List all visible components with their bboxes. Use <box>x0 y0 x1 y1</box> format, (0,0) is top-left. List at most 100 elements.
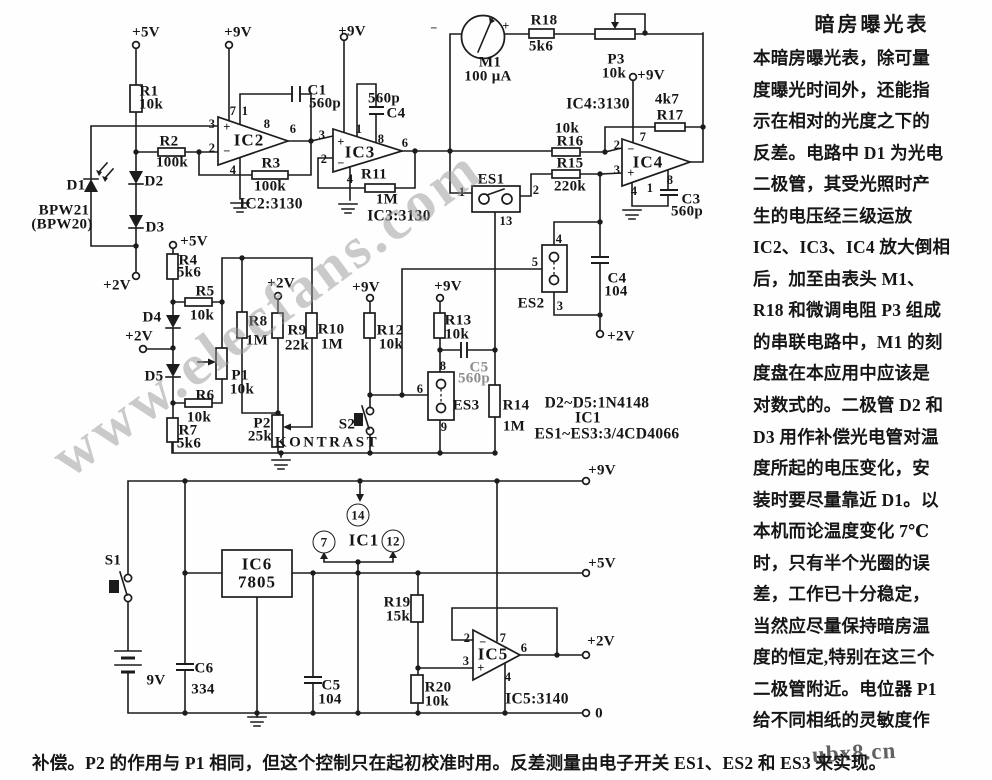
schematic-label: D1 <box>66 177 86 194</box>
schematic-label: C4 <box>386 105 406 122</box>
resistor-r1 <box>129 84 143 113</box>
switch-es1 <box>471 185 521 213</box>
article-title: 暗房曝光表 <box>814 14 930 36</box>
article-line: 生的电压经三级运放 <box>753 205 913 226</box>
article-column: 暗房曝光表 本暗房曝光表，除可量度曝光时间外，还能指示在相对的光度之下的反差。电… <box>753 8 991 737</box>
resistor-r2 <box>157 147 186 157</box>
meter-m1 <box>460 14 506 60</box>
schematic-label: 560p <box>308 95 342 112</box>
schematic-label: IC4:3130 <box>566 95 630 113</box>
battery-short-plates <box>121 656 135 674</box>
schematic-label: + <box>502 18 510 33</box>
schematic-label: C1 <box>307 82 327 99</box>
schematic-label: 9 <box>440 419 448 434</box>
schematic-label: − <box>627 141 635 156</box>
schematic-label: D4 <box>142 309 162 326</box>
article-line: R18 和微调电阻 P3 组成 <box>753 300 942 321</box>
article-line: 反差。电路中 D1 为光电 <box>753 142 944 163</box>
schematic-label: 7 <box>639 129 647 144</box>
schematic-label: 2 <box>208 140 216 155</box>
schematic-label: 10k <box>189 307 215 324</box>
schematic-label: 8 <box>439 358 447 373</box>
light-arrowhead <box>102 176 108 182</box>
schematic-label: 10k <box>186 409 212 426</box>
schematic-label: 3 <box>556 298 564 313</box>
schematic-label: 4k7 <box>654 91 680 108</box>
schematic-label: P3 <box>607 51 625 68</box>
schematic-label: 10k <box>444 326 470 343</box>
schematic-label: + <box>627 165 635 180</box>
schematic-label: 13 <box>499 213 513 228</box>
schematic-label: +5V <box>132 24 160 41</box>
schematic-label: +9V <box>588 462 616 479</box>
schematic-label: − <box>430 20 438 35</box>
article-line: 对数式的。二极管 D2 和 <box>753 395 944 416</box>
schematic-label: +2V <box>587 633 615 650</box>
schematic-label: R10 <box>317 321 345 338</box>
schematic-label: 12 <box>381 529 405 553</box>
schematic-label: D5 <box>144 368 164 385</box>
schematic-label: 6 <box>520 640 528 655</box>
schematic-label: 7 <box>499 630 507 645</box>
opamp-ic4 <box>621 137 693 188</box>
schematic-label: R15 <box>556 155 584 172</box>
resistor-r19 <box>410 594 424 623</box>
schematic-label: R14 <box>502 397 530 414</box>
article-line: 差，工作已十分稳定， <box>753 584 930 605</box>
schematic-label: 560p <box>457 370 491 387</box>
schematic-label: 10k <box>554 120 580 137</box>
schematic-label: +2V <box>607 328 635 345</box>
schematic-label: 3 <box>208 116 216 131</box>
schematic-label: 9V <box>146 672 166 689</box>
schematic-label: 14 <box>346 503 370 527</box>
schematic-label: 7 <box>229 103 237 118</box>
schematic-label: R8 <box>248 313 268 330</box>
schematic-label: R19 <box>383 594 411 611</box>
schematic-label: ES1~ES3:3/4CD4066 <box>534 425 680 443</box>
regulator-ic6-box <box>221 549 293 598</box>
photodiode-d1-light-arrows <box>83 161 115 180</box>
schematic-label: IC3:3130 <box>367 207 431 225</box>
schematic-label: R7 <box>178 422 198 439</box>
schematic-label: P1 <box>231 367 249 384</box>
schematic-label: 8 <box>263 116 271 131</box>
opamp-ic3 <box>332 127 405 174</box>
schematic-label: KONTRAST <box>274 434 380 451</box>
schematic-label: 1M <box>502 418 526 435</box>
schematic-label: − <box>479 634 487 649</box>
schematic-label: (BPW20) <box>31 216 93 233</box>
pot-p2-wiper-arrow <box>283 423 291 431</box>
resistor-r6 <box>184 398 213 408</box>
schematic-label: BPW21 <box>38 202 90 219</box>
schematic-label: +9V <box>338 23 366 40</box>
schematic-label: 1 <box>241 103 249 118</box>
schematic-label: 10k <box>424 693 450 710</box>
resistor-r16 <box>551 147 581 157</box>
photodiode-d1 <box>84 179 98 192</box>
schematic-label: + <box>337 134 345 149</box>
diode-d2 <box>129 171 143 184</box>
schematic-label: C3 <box>681 191 701 208</box>
schematic-label: R9 <box>287 322 307 339</box>
schematic-label: 3 <box>318 127 326 142</box>
diode-d5 <box>166 364 180 377</box>
article-line: IC2、IC3、IC4 放大倒相 <box>753 237 951 258</box>
resistor-r7 <box>166 417 179 443</box>
schematic-label: 10k <box>601 65 627 82</box>
resistor-r3 <box>251 170 289 180</box>
schematic-label: 334 <box>191 681 215 698</box>
schematic-label: +2V <box>267 275 295 292</box>
schematic-label: 2 <box>613 137 621 152</box>
article-line: 本机而论温度变化 7℃ <box>753 521 930 542</box>
schematic-label: IC5:3140 <box>505 690 569 708</box>
schematic-label: C5 <box>321 677 341 694</box>
ic1-power-pins <box>320 494 397 559</box>
schematic-label: 10k <box>378 336 404 353</box>
circuit-schematic <box>83 13 706 727</box>
resistor-r17 <box>654 122 686 132</box>
schematic-label: 7805 <box>238 572 276 592</box>
opamp-ic5 <box>472 628 522 682</box>
resistor-r9 <box>271 312 284 339</box>
pot-p3-wiper-arrow <box>611 22 619 29</box>
schematic-label: 5 <box>531 254 539 269</box>
